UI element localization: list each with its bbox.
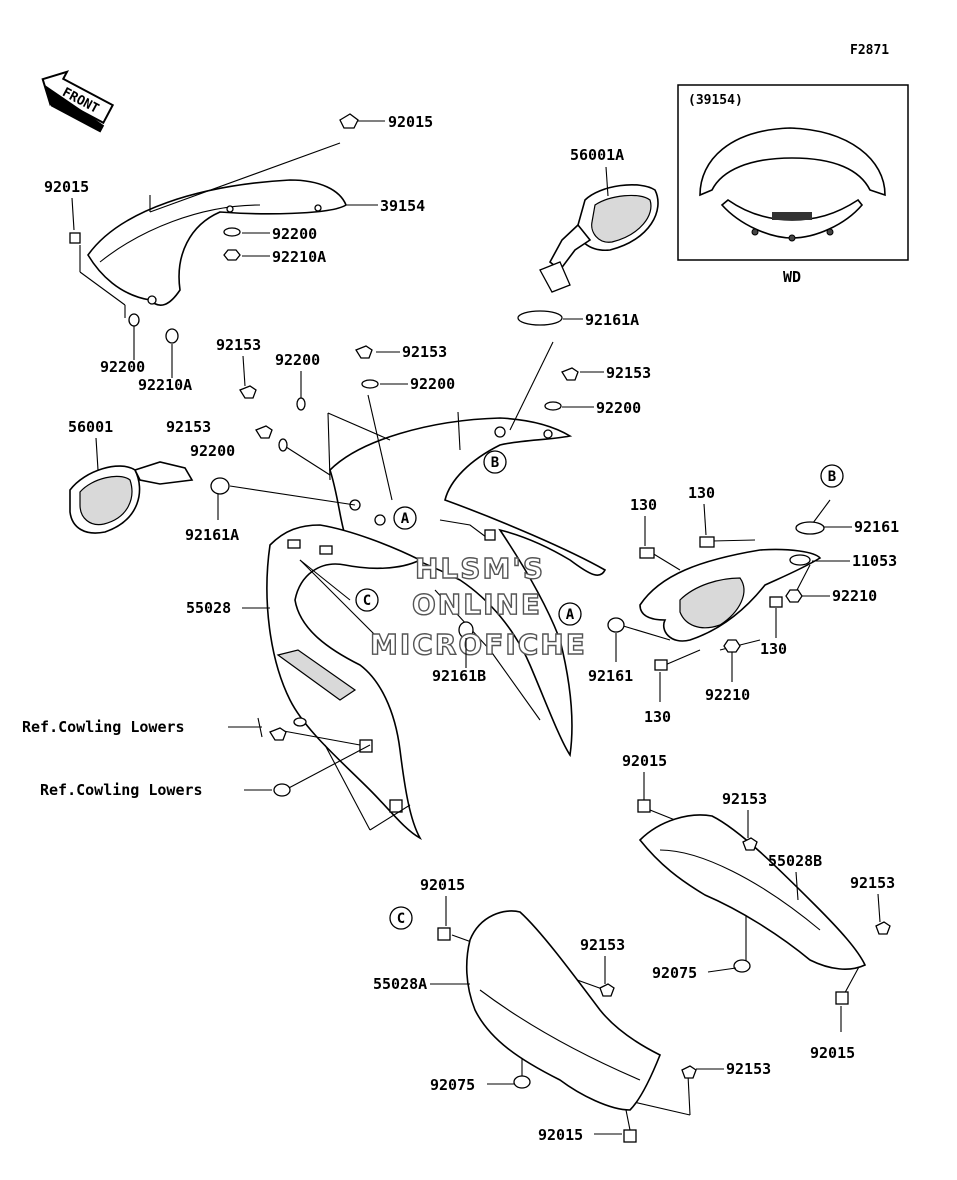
callout-b-2: B: [820, 464, 844, 488]
label-l39: 55028A: [373, 975, 427, 993]
label-l02: 39154: [380, 197, 425, 215]
label-l16: 56001: [68, 418, 113, 436]
label-l01: 92015: [388, 113, 433, 131]
watermark: HLSM'S ONLINE MICROFICHE: [369, 551, 587, 661]
svg-text:ONLINE: ONLINE: [412, 588, 542, 621]
label-l15: 92200: [596, 399, 641, 417]
label-l41: 92015: [810, 1044, 855, 1062]
side-panel-left-part: [437, 910, 697, 1143]
svg-text:HLSM'S: HLSM'S: [415, 552, 545, 585]
label-l17: 92153: [166, 418, 211, 436]
callout-c-2: C: [389, 906, 413, 930]
label-l35: 55028B: [768, 852, 822, 870]
label-l21: 92161B: [432, 667, 486, 685]
label-l29: 92210: [705, 686, 750, 704]
svg-text:MICROFICHE: MICROFICHE: [370, 628, 587, 661]
front-arrow-icon: FRONT: [41, 70, 115, 133]
label-l23: 130: [688, 484, 715, 502]
label-l36: 92153: [850, 874, 895, 892]
label-l18: 92200: [190, 442, 235, 460]
label-l07: 92210A: [138, 376, 192, 394]
label-l34: 92153: [722, 790, 767, 808]
label-l33: 92015: [622, 752, 667, 770]
label-l38: 92153: [580, 936, 625, 954]
label-l44: 92015: [538, 1126, 583, 1144]
label-l28: 92161: [588, 667, 633, 685]
figure-code: F2871: [850, 43, 889, 58]
label-l11: 92200: [275, 351, 320, 369]
svg-text:B: B: [491, 455, 499, 471]
label-l13: 92200: [410, 375, 455, 393]
svg-text:B: B: [828, 469, 836, 485]
side-panel-right-part: [637, 799, 891, 1005]
label-l09: 92161A: [585, 311, 639, 329]
inset-variant: WD: [783, 268, 801, 286]
fasteners-windshield: [69, 113, 359, 344]
label-l10: 92153: [216, 336, 261, 354]
upper-cowl-part: [266, 417, 607, 840]
label-l12: 92153: [402, 343, 447, 361]
label-l14: 92153: [606, 364, 651, 382]
label-l08: 56001A: [570, 146, 624, 164]
label-l42: 92075: [430, 1076, 475, 1094]
callout-a-2: A: [558, 602, 582, 626]
svg-text:A: A: [566, 607, 575, 623]
label-l30: 130: [644, 708, 671, 726]
fasteners-main: [239, 345, 579, 797]
label-l25: 11053: [852, 552, 897, 570]
label-l04: 92200: [272, 225, 317, 243]
svg-text:A: A: [401, 511, 410, 527]
left-mirror-part: [69, 461, 230, 534]
label-l40: 92075: [652, 964, 697, 982]
callout-b-1: B: [483, 450, 507, 474]
callout-a-1: A: [393, 506, 417, 530]
label-l20: 55028: [186, 599, 231, 617]
label-l26: 92210: [832, 587, 877, 605]
label-l05: 92210A: [272, 248, 326, 266]
svg-text:C: C: [397, 911, 405, 927]
label-l27: 130: [760, 640, 787, 658]
label-l32: Ref.Cowling Lowers: [40, 781, 203, 799]
bracket-part: [607, 521, 825, 671]
label-l37: 92015: [420, 876, 465, 894]
label-l19: 92161A: [185, 526, 239, 544]
svg-text:C: C: [363, 593, 371, 609]
label-l31: Ref.Cowling Lowers: [22, 718, 185, 736]
kawasaki-badge-icon: [772, 212, 812, 220]
inset-ref: (39154): [688, 93, 743, 108]
windshield-part: [79, 142, 347, 318]
part-labels: 92015 39154 92015 92200 92210A 92200 922…: [22, 113, 899, 1144]
right-mirror-part: [517, 184, 659, 326]
label-l03: 92015: [44, 178, 89, 196]
label-l22: 130: [630, 496, 657, 514]
callout-c-1: C: [355, 588, 379, 612]
windshield-inset: (39154) WD: [677, 84, 909, 286]
label-l06: 92200: [100, 358, 145, 376]
label-l43: 92153: [726, 1060, 771, 1078]
label-l24: 92161: [854, 518, 899, 536]
